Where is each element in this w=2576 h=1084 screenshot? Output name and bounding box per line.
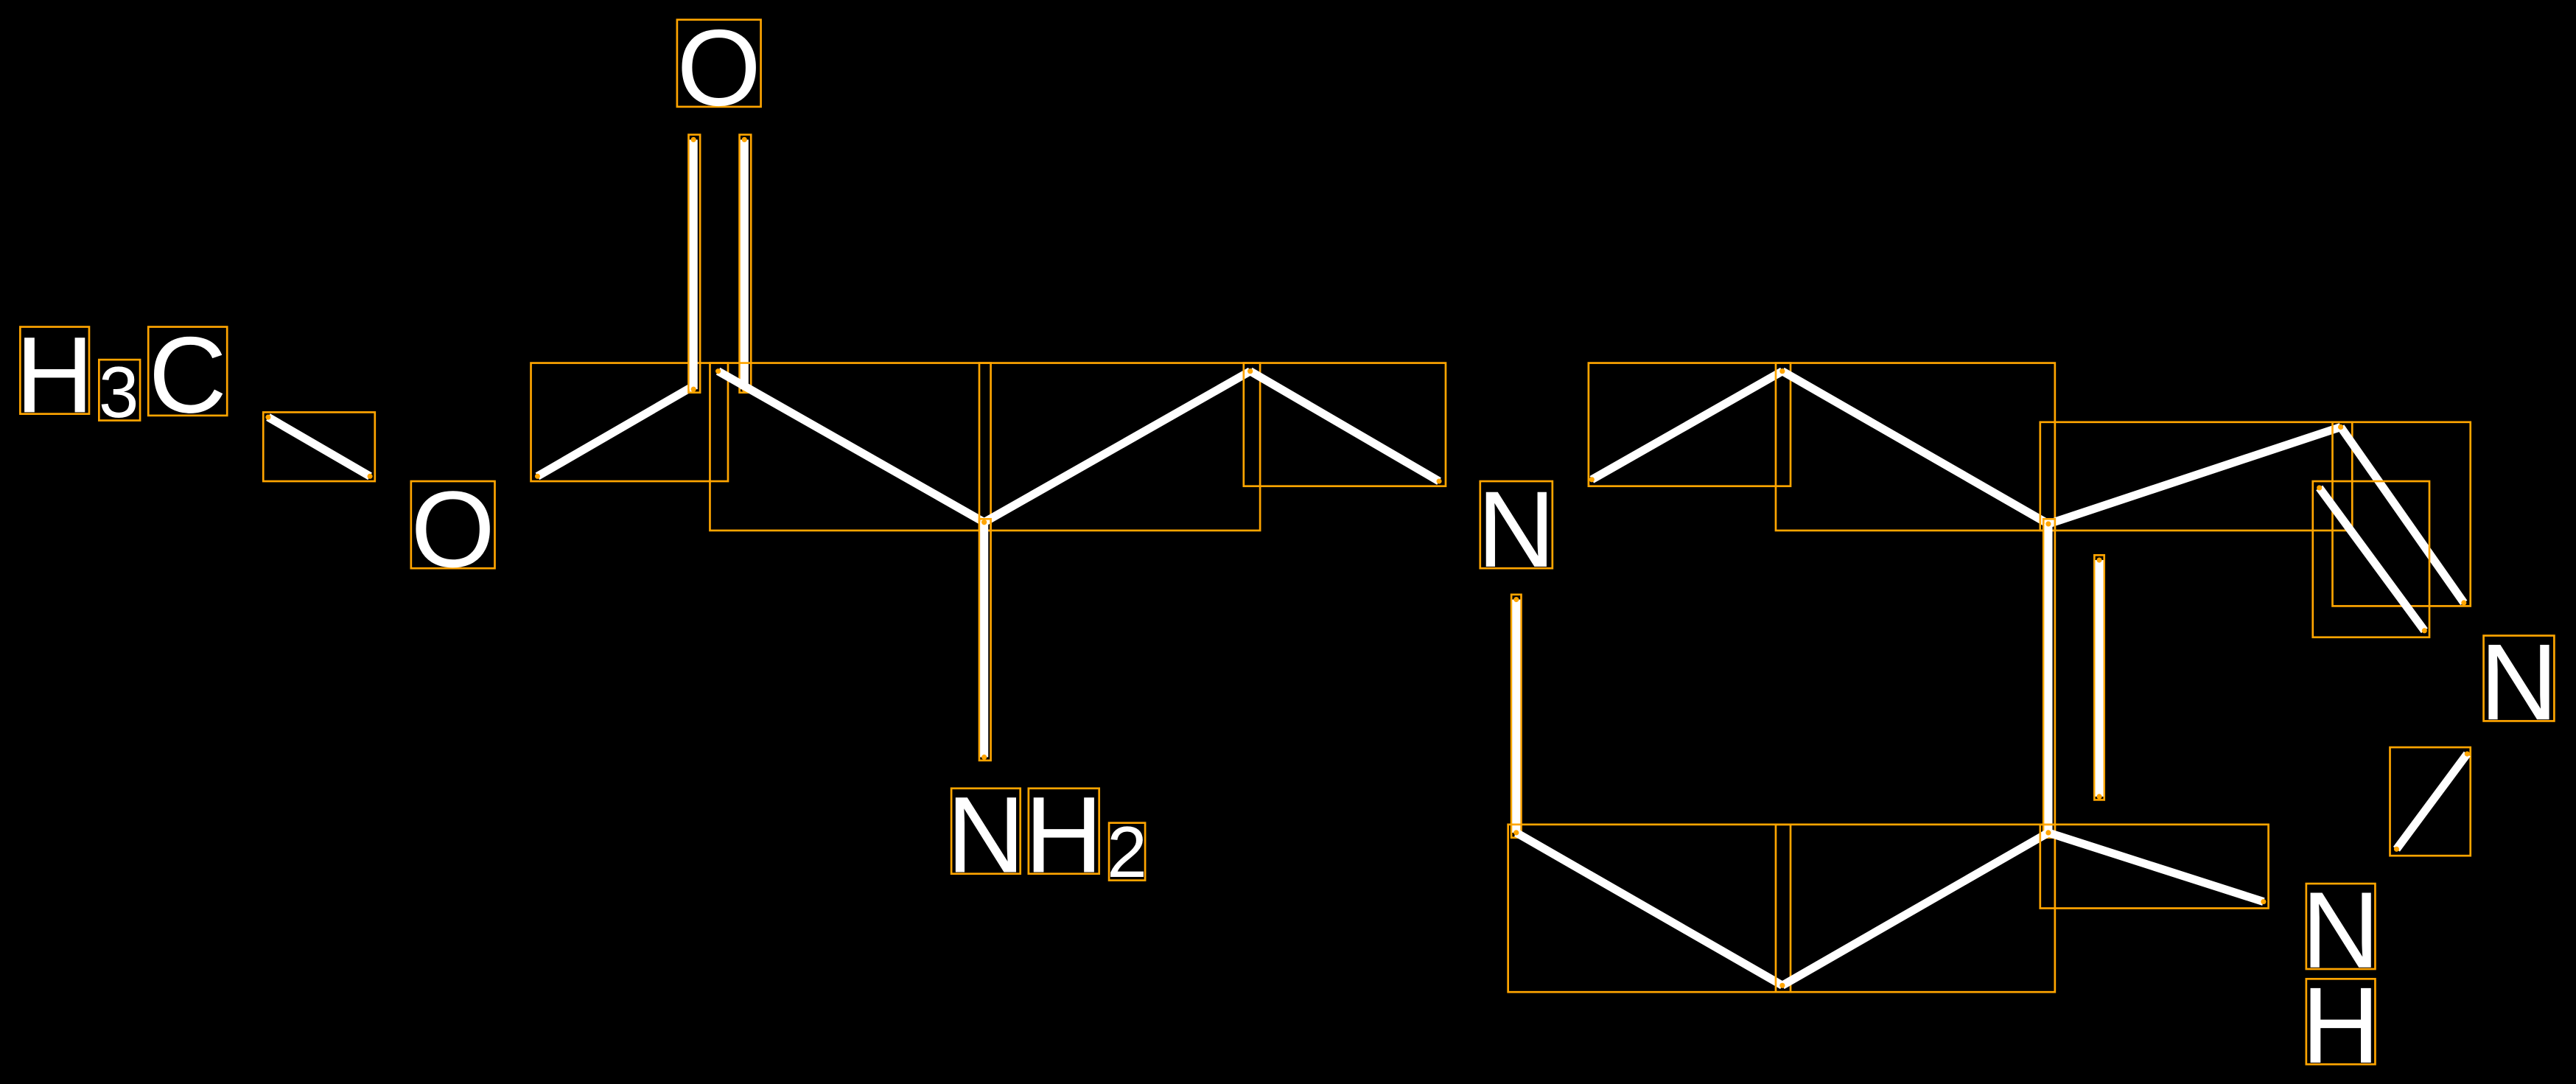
atom-h3c-h: H — [15, 315, 94, 436]
atom-nh2-2: 2 — [1107, 811, 1147, 892]
atom-pyrazole-n: N — [2479, 622, 2558, 743]
bond-endpoint — [534, 473, 541, 479]
bond-line — [715, 367, 987, 526]
bond-box — [1510, 593, 1522, 839]
bond-endpoint — [1779, 982, 1785, 988]
bond-endpoint — [2317, 485, 2323, 491]
bond-endpoint — [1513, 596, 1519, 603]
label-box — [1479, 480, 1554, 570]
bond-box — [1507, 823, 1792, 993]
bond-box — [978, 517, 992, 762]
bond-box — [2093, 553, 2106, 801]
label-box — [19, 326, 91, 415]
atom-h3c-3: 3 — [99, 352, 139, 433]
bond-endpoint — [1513, 830, 1519, 836]
atom-ester-o: O — [410, 469, 494, 590]
bond-endpoint — [1779, 368, 1785, 374]
bond-box — [2311, 480, 2431, 639]
bond-box — [1774, 362, 2057, 532]
bond-box — [738, 133, 752, 394]
label-box — [410, 480, 496, 570]
bond-endpoint — [690, 386, 696, 392]
atom-labels: H 3 C O O N H 2 N N N H — [15, 8, 2558, 1084]
bond-line — [1514, 829, 1785, 990]
label-box — [676, 18, 762, 108]
label-box — [98, 358, 141, 422]
bond-line — [535, 382, 696, 480]
bond-line — [981, 367, 1253, 526]
label-box — [950, 787, 1022, 875]
bond-endpoint — [2096, 794, 2102, 800]
bond-line — [1780, 829, 2051, 990]
bond-line — [266, 413, 372, 480]
bond-endpoint — [981, 754, 987, 760]
bond-box — [2039, 823, 2269, 909]
atom-ring-n: N — [1477, 469, 1555, 590]
bond-endpoint — [2461, 600, 2467, 606]
bond-box — [530, 362, 729, 483]
bond-line — [2316, 485, 2428, 634]
bond-endpoint — [715, 368, 721, 374]
bond-line — [1780, 367, 2051, 528]
bond-box — [2389, 746, 2472, 857]
bond-box — [1587, 362, 1792, 488]
bond-endpoint — [2045, 830, 2051, 836]
atom-nh-h: H — [2302, 965, 2380, 1084]
label-box — [1107, 822, 1147, 881]
bond-endpoint — [1436, 478, 1442, 484]
bond-line — [1589, 367, 1785, 483]
bond-endpoint — [741, 136, 747, 143]
bond-endpoint — [2261, 899, 2267, 905]
bond-line — [2393, 751, 2471, 852]
bond-endpoint — [690, 136, 696, 143]
bond-box — [687, 133, 701, 394]
bond-endpoint — [1589, 477, 1595, 483]
bond-endpoint — [2096, 557, 2102, 563]
atom-nh2-n: N — [947, 774, 1025, 895]
atom-nh2-h: H — [1025, 774, 1103, 895]
bond-endpoint — [2393, 846, 2399, 852]
bond-box — [2042, 517, 2057, 839]
bond-line — [2047, 828, 2265, 906]
bond-endpoint — [265, 414, 271, 420]
bond-endpoint — [2421, 628, 2427, 634]
label-box — [2305, 882, 2376, 971]
label-box — [1027, 787, 1101, 875]
atom-carbonyl-o: O — [677, 8, 761, 129]
bonds — [262, 133, 2472, 993]
bond-box — [1242, 362, 1447, 488]
label-box — [2482, 634, 2555, 722]
bond-box — [2039, 421, 2353, 532]
bond-endpoint — [2338, 424, 2344, 430]
bond-endpoint — [367, 473, 373, 479]
bond-endpoint — [2045, 521, 2051, 527]
label-box — [147, 326, 228, 417]
bond-box — [262, 411, 377, 483]
bond-line — [2337, 424, 2468, 606]
bond-endpoint — [2464, 751, 2470, 757]
atom-h3c-c: C — [149, 315, 227, 436]
bond-endpoint — [1247, 368, 1253, 374]
bond-line — [2047, 423, 2342, 528]
bond-endpoint — [981, 520, 987, 525]
bond-line — [1247, 367, 1441, 485]
label-box — [2305, 978, 2376, 1066]
atom-nh-n: N — [2302, 870, 2380, 991]
